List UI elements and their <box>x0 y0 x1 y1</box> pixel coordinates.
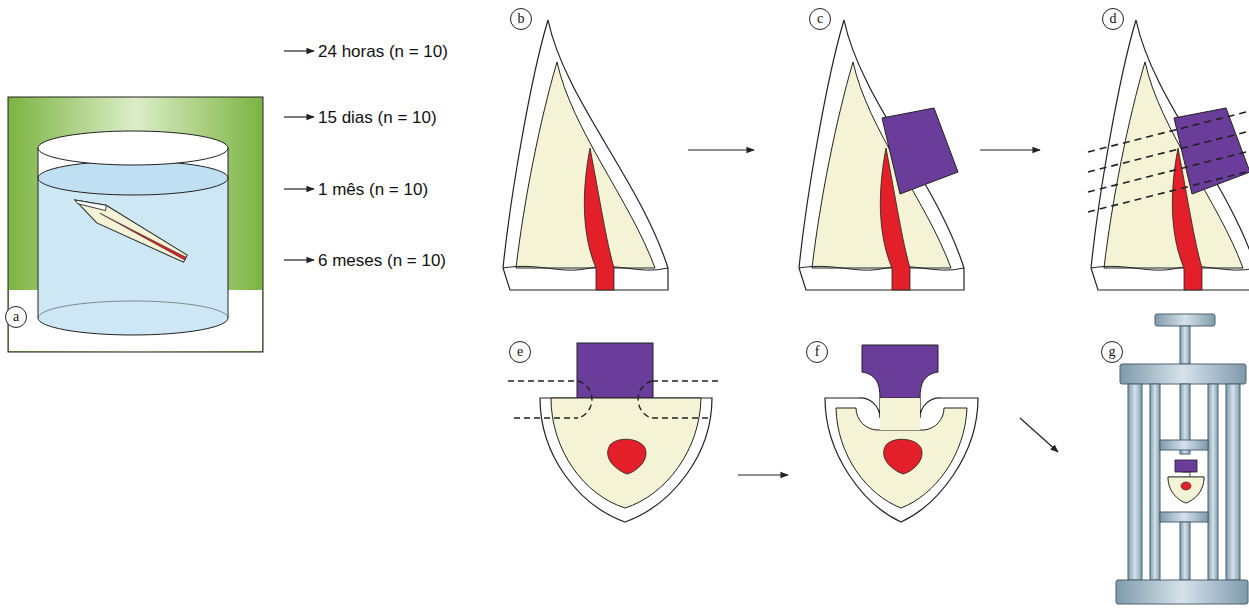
time-label: 1 mês (n = 10) <box>318 181 428 198</box>
panel-letter-text: b <box>518 12 525 26</box>
time-label: 6 meses (n = 10) <box>318 252 446 269</box>
time-label: 15 dias (n = 10) <box>318 109 437 126</box>
panel-letter-text: a <box>13 310 19 324</box>
panel-letter: f <box>806 341 828 363</box>
panel-letter-text: g <box>1109 345 1116 359</box>
panel-letter: a <box>5 306 27 328</box>
panel-letter: g <box>1101 341 1123 363</box>
panel-letter: b <box>510 8 532 30</box>
panel-letter-text: e <box>517 345 523 359</box>
time-label: 24 horas (n = 10) <box>318 43 448 60</box>
panel-letter: c <box>809 8 831 30</box>
panel-letter: e <box>509 341 531 363</box>
panel-letter-text: f <box>815 345 820 359</box>
panel-letter-text: d <box>1110 12 1117 26</box>
panel-letter: d <box>1102 8 1124 30</box>
panel-letter-text: c <box>817 12 823 26</box>
